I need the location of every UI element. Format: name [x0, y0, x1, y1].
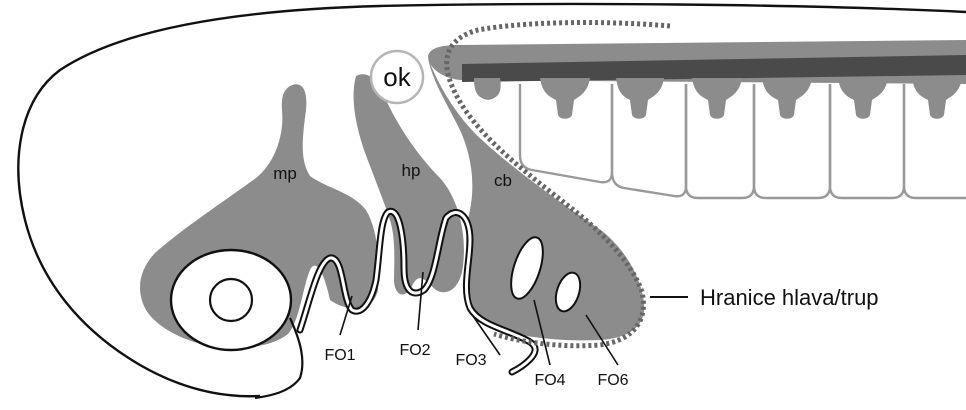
fo2-label: FO2 [399, 342, 430, 359]
fo3-label: FO3 [455, 352, 486, 369]
otic-vesicle-label: ok [383, 62, 411, 92]
somites [520, 84, 966, 198]
somite-2 [612, 84, 686, 196]
fo6-label: FO6 [597, 372, 628, 389]
fo4-label: FO4 [534, 372, 565, 389]
caudal-arches-label: cb [494, 171, 512, 190]
somite-drips [474, 78, 962, 119]
hyoid-arch-label: hp [402, 161, 421, 180]
fo1-label: FO1 [324, 347, 355, 364]
head-trunk-boundary-label: Hranice hlava/trup [700, 285, 879, 310]
eye [171, 250, 291, 350]
mandibular-arch-label: mp [273, 164, 297, 183]
